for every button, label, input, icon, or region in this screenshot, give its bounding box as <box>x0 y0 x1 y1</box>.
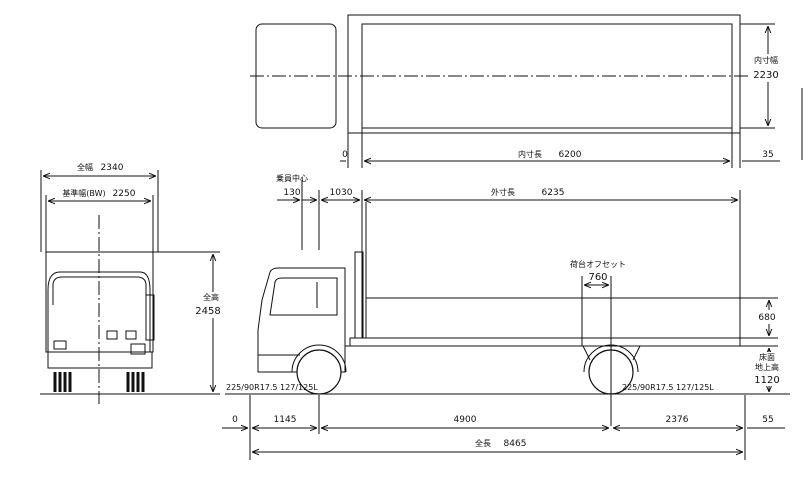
overall-length-label: 全長 <box>475 438 491 448</box>
overall-width-value: 2340 <box>101 163 124 173</box>
top-offset-right: 35 <box>762 150 773 160</box>
bed-offset-value: 760 <box>588 272 607 283</box>
floor-height-value: 1120 <box>754 375 779 386</box>
front-view: 全幅 2340 基準幅(BW) 2250 <box>40 162 221 404</box>
front-tire-spec: 225/90R17.5 127/125L <box>226 383 318 392</box>
side-view-cab-window <box>269 277 338 316</box>
ref-width-label: 基準幅(BW) <box>62 188 105 198</box>
passenger-center-value: 130 <box>283 188 300 198</box>
rear-overhang-value: 2376 <box>666 415 689 425</box>
side-view: 乗員中心 130 1030 外寸長 6235 荷台オフセット 760 <box>222 173 790 460</box>
overall-length-value: 8465 <box>504 439 527 449</box>
bottom-zero: 0 <box>232 415 238 425</box>
front-view-headlight-left <box>53 340 67 350</box>
overall-height-label: 全高 <box>203 292 219 302</box>
ref-width-value: 2250 <box>113 189 136 199</box>
rear-extra-value: 55 <box>762 415 773 425</box>
wheelbase-value: 4900 <box>454 415 477 425</box>
floor-height-label-2: 地上高 <box>755 362 779 372</box>
inner-width-label: 内寸幅 <box>754 55 778 65</box>
cargo-floor <box>349 337 741 347</box>
inner-length-value: 6200 <box>559 150 582 160</box>
floor-height-label-1: 床面 <box>759 352 775 362</box>
bed-offset-label: 荷台オフセット <box>570 259 626 269</box>
front-view-grille <box>106 330 118 340</box>
top-offset-left: 0 <box>342 150 348 160</box>
front-overhang-value: 1145 <box>274 415 297 425</box>
rear-tire-spec: 225/90R17.5 127/125L <box>622 383 714 392</box>
side-view-cab <box>257 267 346 373</box>
inner-length-label: 内寸長 <box>518 149 542 159</box>
outer-length-value: 6235 <box>542 188 565 198</box>
top-view: 内寸幅 2230 0 内寸長 6200 35 <box>250 14 803 168</box>
passenger-center-label: 乗員中心 <box>276 173 308 183</box>
cab-gap-value: 1030 <box>330 188 353 198</box>
gate-height-value: 680 <box>758 313 775 323</box>
overall-height-value: 2458 <box>195 306 220 317</box>
inner-width-value: 2230 <box>753 70 778 81</box>
front-view-wheels <box>53 372 145 392</box>
top-view-body-outer <box>347 14 741 134</box>
overall-width-label: 全幅 <box>77 162 93 172</box>
outer-length-label: 外寸長 <box>491 187 515 197</box>
front-view-cab <box>47 271 151 352</box>
